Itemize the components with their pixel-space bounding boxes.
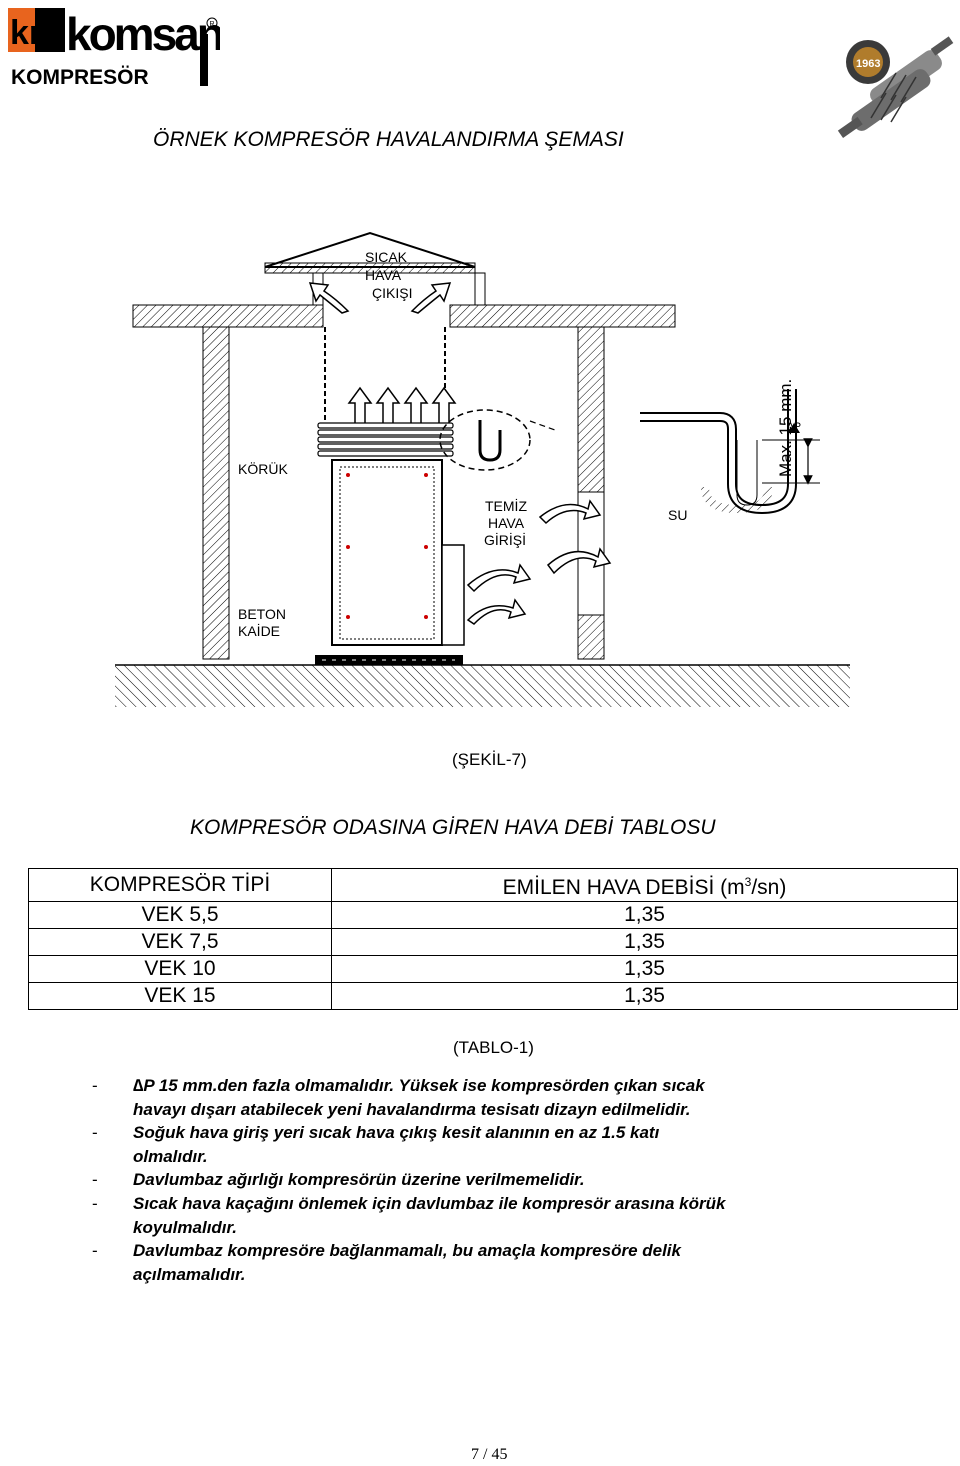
header-air-flow-text: EMİLEN HAVA DEBİSİ (m xyxy=(502,876,745,899)
brand-name: komsan xyxy=(66,8,220,60)
brand-mark-k: kn xyxy=(10,14,50,52)
note-2-line-1: Soğuk hava giriş yeri sıcak hava çıkış k… xyxy=(133,1123,660,1143)
table-row: VEK 15 1,35 xyxy=(28,982,958,1010)
max-15mm-label: Max. 15 mm. xyxy=(776,378,795,477)
hot-air-label-1: SICAK xyxy=(365,249,408,265)
hot-air-label-2: HAVA xyxy=(365,267,402,283)
note-dash: - xyxy=(92,1076,98,1095)
note-dash: - xyxy=(92,1241,98,1261)
note-4-line-2: koyulmalıdır. xyxy=(133,1217,237,1237)
screw-rotor-badge-icon: 1963 xyxy=(837,36,954,138)
clean-air-label-1: TEMİZ xyxy=(485,498,527,514)
delta-symbol: ∆ xyxy=(133,1076,144,1095)
row-type: VEK 10 xyxy=(28,955,332,983)
komsan-logo: kn komsan R KOMPRESÖR xyxy=(8,8,220,89)
page-title: ÖRNEK KOMPRESÖR HAVALANDIRMA ŞEMASI xyxy=(153,128,624,151)
note-item: - ∆P 15 mm.den fazla olmamalıdır. Yüksek… xyxy=(92,1074,852,1121)
ventilation-schematic xyxy=(115,231,850,707)
header-air-flow-unit: /sn) xyxy=(751,876,787,899)
note-1-line-1: P 15 mm.den fazla olmamalıdır. Yüksek is… xyxy=(143,1076,705,1095)
note-2-line-2: olmalıdır. xyxy=(133,1146,208,1166)
clean-air-label-2: HAVA xyxy=(488,515,525,531)
base-label-2: KAİDE xyxy=(238,623,281,639)
table-row: VEK 5,5 1,35 xyxy=(28,901,958,929)
air-flow-table: KOMPRESÖR TİPİ EMİLEN HAVA DEBİSİ (m3/sn… xyxy=(28,868,958,1010)
table-caption: (TABLO-1) xyxy=(453,1038,534,1057)
table-row: VEK 7,5 1,35 xyxy=(28,928,958,956)
row-flow: 1,35 xyxy=(331,982,958,1010)
header-air-flow-sup: 3 xyxy=(744,875,752,889)
note-1-line-2: havayı dışarı atabilecek yeni havalandır… xyxy=(133,1099,691,1119)
figure-caption: (ŞEKİL-7) xyxy=(452,750,527,769)
note-dash: - xyxy=(92,1170,98,1190)
row-flow: 1,35 xyxy=(331,901,958,929)
header-compressor-type: KOMPRESÖR TİPİ xyxy=(28,868,332,902)
row-flow: 1,35 xyxy=(331,955,958,983)
notes-list: - ∆P 15 mm.den fazla olmamalıdır. Yüksek… xyxy=(92,1074,852,1286)
table-row: VEK 10 1,35 xyxy=(28,955,958,983)
badge-year: 1963 xyxy=(856,58,880,70)
row-type: VEK 5,5 xyxy=(28,901,332,929)
bellows-label: KÖRÜK xyxy=(238,461,288,477)
row-type: VEK 15 xyxy=(28,982,332,1010)
table-header-row: KOMPRESÖR TİPİ EMİLEN HAVA DEBİSİ (m3/sn… xyxy=(28,868,958,902)
note-item: - Soğuk hava giriş yeri sıcak hava çıkış… xyxy=(92,1121,852,1168)
delta-p-label: ∆P xyxy=(787,421,802,433)
note-4-line-1: Sıcak hava kaçağını önlemek için davlumb… xyxy=(133,1193,726,1213)
ventilation-diagram: SICAK HAVA ÇIKIŞI KÖRÜK TEMİZ HAVA GİRİŞ… xyxy=(100,225,950,725)
water-label: SU xyxy=(668,507,688,523)
note-dash: - xyxy=(92,1193,98,1213)
clean-air-label-3: GİRİŞİ xyxy=(484,532,527,548)
note-3: Davlumbaz ağırlığı kompresörün üzerine v… xyxy=(133,1170,585,1190)
note-5-line-2: açılmamalıdır. xyxy=(133,1264,246,1284)
base-label-1: BETON xyxy=(238,606,286,622)
note-dash: - xyxy=(92,1123,98,1143)
registered-mark: R xyxy=(210,21,215,28)
row-type: VEK 7,5 xyxy=(28,928,332,956)
note-item: - Davlumbaz ağırlığı kompresörün üzerine… xyxy=(92,1168,852,1192)
header-air-flow: EMİLEN HAVA DEBİSİ (m3/sn) xyxy=(331,868,958,902)
note-item: - Davlumbaz kompresöre bağlanmamalı, bu … xyxy=(92,1239,852,1286)
note-5-line-1: Davlumbaz kompresöre bağlanmamalı, bu am… xyxy=(133,1241,681,1261)
page-number: 7 / 45 xyxy=(471,1446,508,1463)
hot-air-label-3: ÇIKIŞI xyxy=(372,285,413,301)
brand-sub: KOMPRESÖR xyxy=(11,66,149,89)
row-flow: 1,35 xyxy=(331,928,958,956)
table-title: KOMPRESÖR ODASINA GİREN HAVA DEBİ TABLOS… xyxy=(190,816,716,839)
note-item: - Sıcak hava kaçağını önlemek için davlu… xyxy=(92,1192,852,1239)
